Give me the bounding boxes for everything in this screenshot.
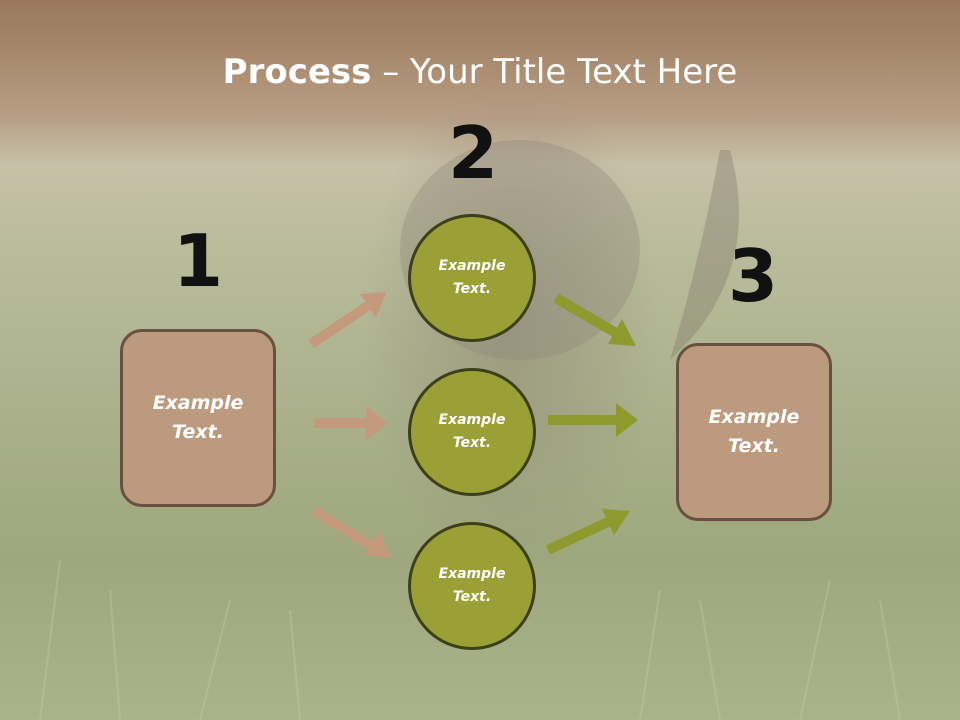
circle-bottom-text: Example Text.: [438, 566, 506, 605]
left-process-box[interactable]: Example Text.: [120, 329, 276, 507]
process-circle-middle[interactable]: Example Text.: [408, 368, 536, 496]
circle-top-text: Example Text.: [438, 258, 506, 297]
step-number-3: 3: [727, 234, 779, 318]
right-box-text: Example Text.: [708, 406, 800, 457]
step-number-2: 2: [447, 111, 499, 195]
title-rest: Your Title Text Here: [410, 52, 738, 92]
right-arrow-straight: [548, 403, 638, 437]
process-circle-bottom[interactable]: Example Text.: [408, 522, 536, 650]
left-box-text: Example Text.: [152, 392, 244, 443]
title-dash: –: [371, 52, 411, 92]
process-circle-top[interactable]: Example Text.: [408, 214, 536, 342]
slide-title[interactable]: Process – Your Title Text Here: [0, 52, 960, 92]
left-arrow-down: [311, 506, 392, 558]
right-arrow-up: [545, 509, 630, 555]
right-process-box[interactable]: Example Text.: [676, 343, 832, 521]
step-number-1: 1: [172, 219, 224, 303]
left-arrow-up: [308, 292, 386, 349]
title-strong: Process: [222, 52, 372, 92]
title-band: [0, 0, 960, 130]
right-arrow-down: [553, 293, 636, 346]
circle-middle-text: Example Text.: [438, 412, 506, 451]
left-arrow-straight: [314, 406, 388, 440]
